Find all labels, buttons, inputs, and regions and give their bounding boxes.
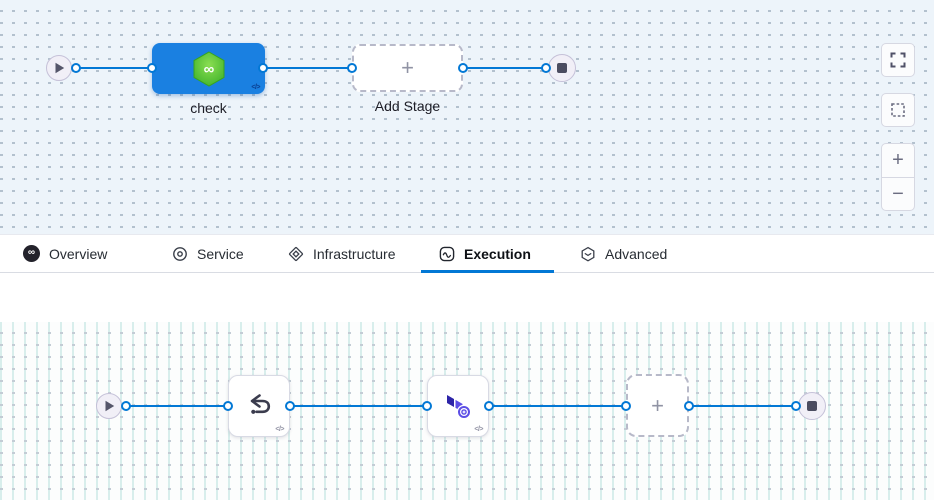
stage-pipeline-canvas[interactable]: ∞ </> check + Add Stage xyxy=(0,0,934,234)
port[interactable] xyxy=(258,63,268,73)
play-icon xyxy=(105,400,114,412)
rollback-subheader: Rollback Execution Rollback xyxy=(0,273,934,322)
port[interactable] xyxy=(621,401,631,411)
port[interactable] xyxy=(347,63,357,73)
edge-step2-to-addstep xyxy=(489,405,626,407)
plus-icon: + xyxy=(401,55,414,80)
add-step-button[interactable]: + xyxy=(626,374,689,437)
tab-label: Execution xyxy=(464,245,531,262)
port[interactable] xyxy=(484,401,494,411)
stop-icon xyxy=(807,401,817,411)
port[interactable] xyxy=(71,63,81,73)
code-icon[interactable]: </> xyxy=(474,426,483,433)
port[interactable] xyxy=(458,63,468,73)
stage-config-tabbar: ∞ Overview Service Infrastructure xyxy=(0,234,934,273)
harness-stage-icon: ∞ xyxy=(191,50,227,87)
edge-step1-to-step2 xyxy=(290,405,427,407)
edge-start-to-step1 xyxy=(126,405,228,407)
edge-addstage-to-end xyxy=(463,67,546,69)
plus-icon: + xyxy=(892,149,904,171)
port[interactable] xyxy=(791,401,801,411)
rollback-end-button[interactable] xyxy=(798,392,826,420)
execution-icon xyxy=(439,246,455,261)
step-node-rollback-rollout[interactable]: </> xyxy=(228,375,290,437)
tab-label: Advanced xyxy=(605,245,668,262)
code-icon[interactable]: </> xyxy=(275,426,284,433)
edge-stage-to-addstage xyxy=(263,67,352,69)
advanced-icon xyxy=(581,246,595,262)
play-icon xyxy=(55,62,64,74)
tab-label: Overview xyxy=(49,245,108,262)
port[interactable] xyxy=(684,401,694,411)
marquee-select-icon xyxy=(891,103,905,117)
tab-label: Service xyxy=(197,245,244,262)
stage-node-check[interactable]: ∞ </> xyxy=(152,43,265,94)
port[interactable] xyxy=(121,401,131,411)
tab-infrastructure[interactable]: Infrastructure xyxy=(288,235,395,272)
step-node-terraform-rollback[interactable]: </> xyxy=(427,375,489,437)
stage-label[interactable]: check xyxy=(190,100,227,116)
divider xyxy=(882,177,914,178)
fullscreen-icon xyxy=(890,52,906,68)
pipeline-end-button[interactable] xyxy=(548,54,576,82)
port[interactable] xyxy=(223,401,233,411)
zoom-in-button[interactable]: + xyxy=(882,144,914,177)
zoom-controls: + − xyxy=(881,143,915,211)
service-icon xyxy=(173,246,187,261)
edge-start-to-stage xyxy=(76,67,152,69)
tab-advanced[interactable]: Advanced xyxy=(580,235,667,272)
port[interactable] xyxy=(285,401,295,411)
infrastructure-icon xyxy=(288,246,304,261)
rollback-pipeline-canvas[interactable]: </> Rollback Rollout Deployment </> Terr… xyxy=(0,322,934,500)
tab-overview[interactable]: ∞ Overview xyxy=(23,235,107,272)
add-stage-button[interactable]: + xyxy=(352,44,463,92)
svg-text:∞: ∞ xyxy=(203,61,214,78)
terraform-icon xyxy=(447,395,472,420)
rollback-arrow-icon xyxy=(250,394,271,414)
active-tab-underline xyxy=(421,270,554,273)
stop-icon xyxy=(557,63,567,73)
add-stage-label: Add Stage xyxy=(374,98,441,114)
tab-service[interactable]: Service xyxy=(172,235,244,272)
harness-logo-icon: ∞ xyxy=(23,245,40,262)
zoom-out-button[interactable]: − xyxy=(882,178,914,211)
edge-addstep-to-end xyxy=(689,405,796,407)
rollback-start-button[interactable] xyxy=(96,393,122,419)
minus-icon: − xyxy=(892,183,904,205)
tab-execution[interactable]: Execution xyxy=(439,235,531,272)
fit-to-screen-button[interactable] xyxy=(881,43,915,77)
selection-mode-button[interactable] xyxy=(881,93,915,127)
code-icon[interactable]: </> xyxy=(251,84,260,91)
port[interactable] xyxy=(541,63,551,73)
plus-icon: + xyxy=(651,392,664,418)
port[interactable] xyxy=(422,401,432,411)
tab-label: Infrastructure xyxy=(313,245,396,262)
port[interactable] xyxy=(147,63,157,73)
pipeline-start-button[interactable] xyxy=(46,55,72,81)
